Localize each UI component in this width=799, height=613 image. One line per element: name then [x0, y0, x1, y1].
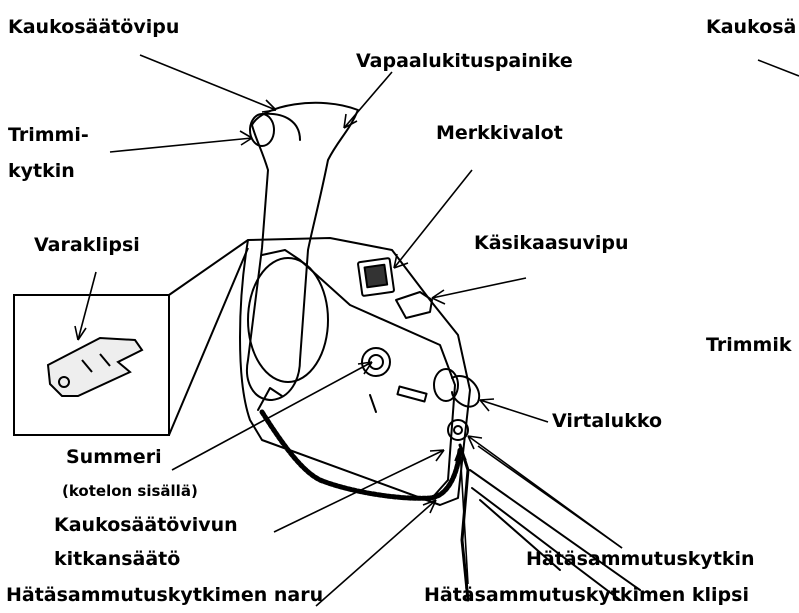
lever-base: [248, 258, 328, 382]
label-buzzer: Summeri: [66, 446, 162, 468]
leader-neutral-lock: [344, 72, 392, 128]
leader-stop-switch-b: [478, 446, 622, 548]
leader-lanyard: [316, 500, 436, 606]
label-cut-top-right: Kaukosä: [706, 16, 796, 38]
leader-cut-right: [758, 60, 799, 76]
label-trim-switch-line1: Trimmi-: [8, 124, 89, 146]
label-friction-adjuster-line2: kitkansäätö: [54, 548, 180, 570]
throttle-tab: [396, 292, 432, 318]
label-stop-switch-clip: Hätäsammutuskytkimen klipsi: [424, 584, 749, 606]
lever-arm: [247, 103, 358, 400]
label-throttle-lever: Käsikaasuvipu: [474, 232, 629, 254]
label-ignition-key: Virtalukko: [552, 410, 662, 432]
leader-spare-clip: [78, 272, 96, 340]
leader-ignition: [480, 400, 548, 422]
leader-remote-lever: [140, 55, 276, 110]
label-neutral-lock-button: Vapaalukituspainike: [356, 50, 573, 72]
label-friction-adjuster-line1: Kaukosäätövivun: [54, 514, 238, 536]
housing-face: [262, 250, 455, 498]
label-stop-switch-lanyard: Hätäsammutuskytkimen naru: [6, 584, 323, 606]
label-cut-middle-right: Trimmik: [706, 334, 792, 356]
leader-indicator: [394, 170, 472, 268]
label-trim-switch-line2: kytkin: [8, 160, 75, 182]
label-stop-switch: Hätäsammutuskytkin: [526, 548, 755, 570]
label-indicator-lights: Merkkivalot: [436, 122, 563, 144]
leader-throttle: [432, 278, 526, 298]
label-remote-lever: Kaukosäätövipu: [8, 16, 179, 38]
label-buzzer-note: (kotelon sisällä): [62, 482, 198, 500]
label-spare-clip: Varaklipsi: [34, 234, 140, 256]
leader-trim-switch: [110, 138, 252, 152]
lanyard-coil: [262, 412, 460, 498]
